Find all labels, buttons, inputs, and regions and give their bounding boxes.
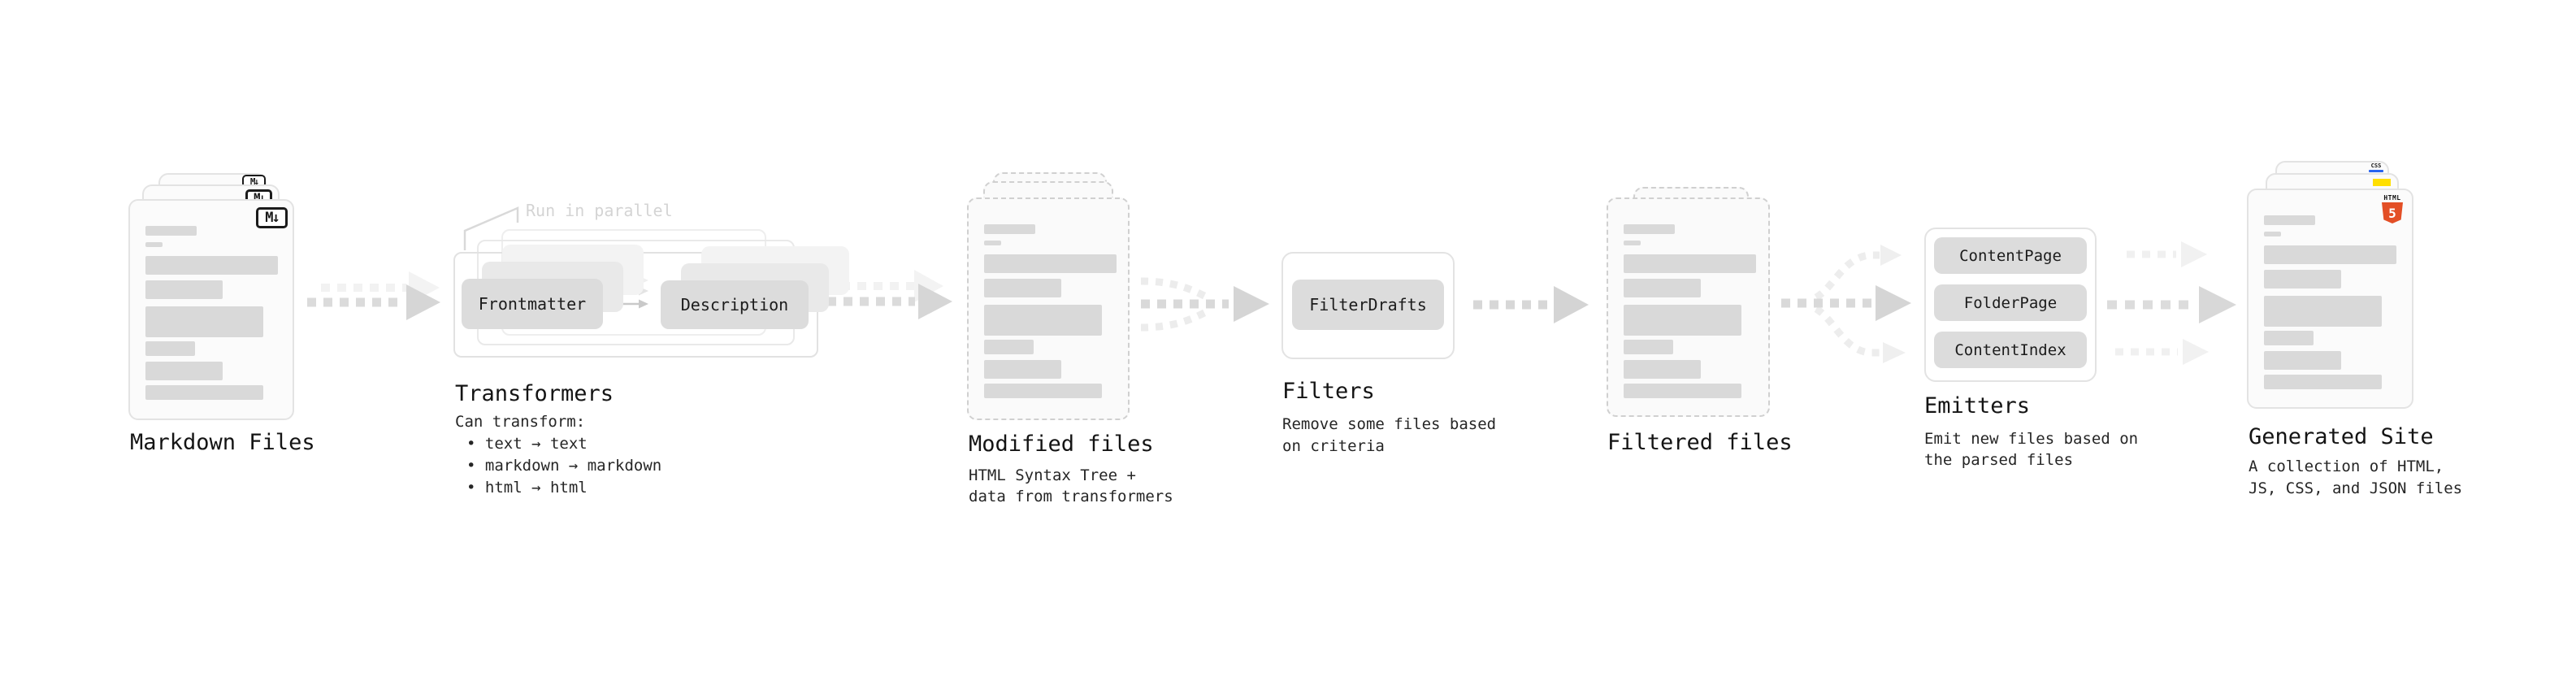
emitter-pill-folderpage: FolderPage <box>1934 284 2087 321</box>
generated-site-label: Generated Site <box>2249 424 2434 449</box>
desc-line: HTML Syntax Tree + <box>969 466 1136 484</box>
file-card-front: HTML 5 <box>2247 189 2413 409</box>
transformers-description: Can transform: text → text markdown → ma… <box>455 411 661 499</box>
run-in-parallel-annotation: Run in parallel <box>526 201 673 220</box>
placeholder-bar <box>2264 296 2382 327</box>
desc-line: data from transformers <box>969 488 1173 505</box>
desc-line: on criteria <box>1282 437 1385 455</box>
placeholder-bar <box>1624 241 1641 245</box>
placeholder-bar <box>145 306 263 337</box>
placeholder-bar <box>1624 384 1741 398</box>
placeholder-bar <box>2264 215 2315 225</box>
placeholder-bar <box>2264 375 2382 389</box>
placeholder-bar <box>1624 340 1673 354</box>
emitter-pill-contentindex: ContentIndex <box>1934 332 2087 368</box>
desc-line: A collection of HTML, <box>2249 458 2444 475</box>
placeholder-bar <box>2264 270 2341 288</box>
emitter-pill-contentpage: ContentPage <box>1934 237 2087 274</box>
markdown-icon: M↓ <box>256 207 288 228</box>
placeholder-bar <box>984 279 1061 297</box>
file-card-front <box>1607 197 1770 417</box>
generated-site-description: A collection of HTML, JS, CSS, and JSON … <box>2249 456 2462 500</box>
filter-pill-filterdrafts: FilterDrafts <box>1292 280 1444 330</box>
transformer-pill-description: Description <box>661 280 809 329</box>
placeholder-bar <box>1624 224 1675 234</box>
desc-line: the parsed files <box>1924 451 2074 469</box>
placeholder-bar <box>145 280 223 299</box>
arrow-markdown-to-transformers <box>307 271 440 320</box>
filtered-files-label: Filtered files <box>1607 430 1793 455</box>
bullet-item: html → html <box>466 477 661 499</box>
css-icon-bar <box>2369 170 2383 172</box>
transformers-desc-title: Can transform: <box>455 413 586 431</box>
filters-node: FilterDrafts <box>1281 252 1455 359</box>
placeholder-bar <box>145 242 163 247</box>
modified-files-label: Modified files <box>969 432 1154 457</box>
placeholder-bar <box>145 362 223 380</box>
html5-icon: HTML 5 <box>2381 195 2404 223</box>
bullet-item: text → text <box>466 433 661 455</box>
file-card-front <box>967 197 1130 420</box>
html5-icon-number: 5 <box>2388 205 2396 221</box>
desc-line: Remove some files based <box>1282 415 1497 433</box>
css-icon: CSS <box>2369 163 2383 172</box>
placeholder-bar <box>984 241 1001 245</box>
placeholder-bar <box>984 254 1117 273</box>
markdown-files-label: Markdown Files <box>130 430 315 455</box>
placeholder-bar <box>984 305 1102 336</box>
placeholder-bar <box>145 341 195 356</box>
arrow-filters-to-filtered <box>1473 286 1589 323</box>
modified-files-description: HTML Syntax Tree + data from transformer… <box>969 465 1173 507</box>
placeholder-bar <box>984 360 1061 379</box>
arrows-emitters-to-generated <box>2107 241 2236 365</box>
transformers-node: Frontmatter Description <box>453 228 860 359</box>
html5-icon-shield: 5 <box>2382 202 2403 223</box>
transformers-bullet-list: text → text markdown → markdown html → h… <box>455 433 661 499</box>
js-icon <box>2373 179 2391 186</box>
placeholder-bar <box>2264 245 2396 264</box>
arrow-transformers-to-modified <box>827 270 952 319</box>
file-card-front: M↓ <box>128 199 294 420</box>
transformers-label: Transformers <box>455 381 614 406</box>
emitters-label: Emitters <box>1924 393 2031 419</box>
placeholder-bar <box>1624 279 1701 297</box>
placeholder-bar <box>145 226 197 236</box>
placeholder-bar <box>145 385 263 400</box>
filters-label: Filters <box>1282 379 1375 404</box>
placeholder-bar <box>984 340 1034 354</box>
filtered-files-node <box>1607 187 1770 417</box>
placeholder-bar <box>2264 351 2341 370</box>
emitters-node: ContentPage FolderPage ContentIndex <box>1924 228 2097 382</box>
css-icon-label: CSS <box>2370 163 2382 169</box>
emitters-description: Emit new files based on the parsed files <box>1924 428 2138 471</box>
bullet-item: markdown → markdown <box>466 455 661 477</box>
desc-line: Emit new files based on <box>1924 430 2139 448</box>
desc-line: JS, CSS, and JSON files <box>2249 479 2463 497</box>
placeholder-bar <box>1624 305 1741 336</box>
modified-files-node <box>967 172 1130 420</box>
filters-description: Remove some files based on criteria <box>1282 414 1496 458</box>
arrow-modified-to-filters-merge <box>1140 277 1269 332</box>
transformer-pill-frontmatter: Frontmatter <box>462 279 603 329</box>
placeholder-bar <box>2264 232 2281 236</box>
arrow-filtered-to-emitters-fanout <box>1781 245 1911 363</box>
html5-icon-word: HTML <box>2383 194 2401 202</box>
placeholder-bar <box>1624 360 1701 379</box>
placeholder-bar <box>984 384 1102 398</box>
placeholder-bar <box>984 224 1035 234</box>
placeholder-bar <box>2264 331 2314 345</box>
markdown-files-node: M↓ M↓ M↓ <box>128 173 299 420</box>
generated-site-node: CSS HTML 5 <box>2247 161 2418 409</box>
annotation-connector-line <box>463 206 519 250</box>
placeholder-bar <box>1624 254 1756 273</box>
placeholder-bar <box>145 256 278 275</box>
